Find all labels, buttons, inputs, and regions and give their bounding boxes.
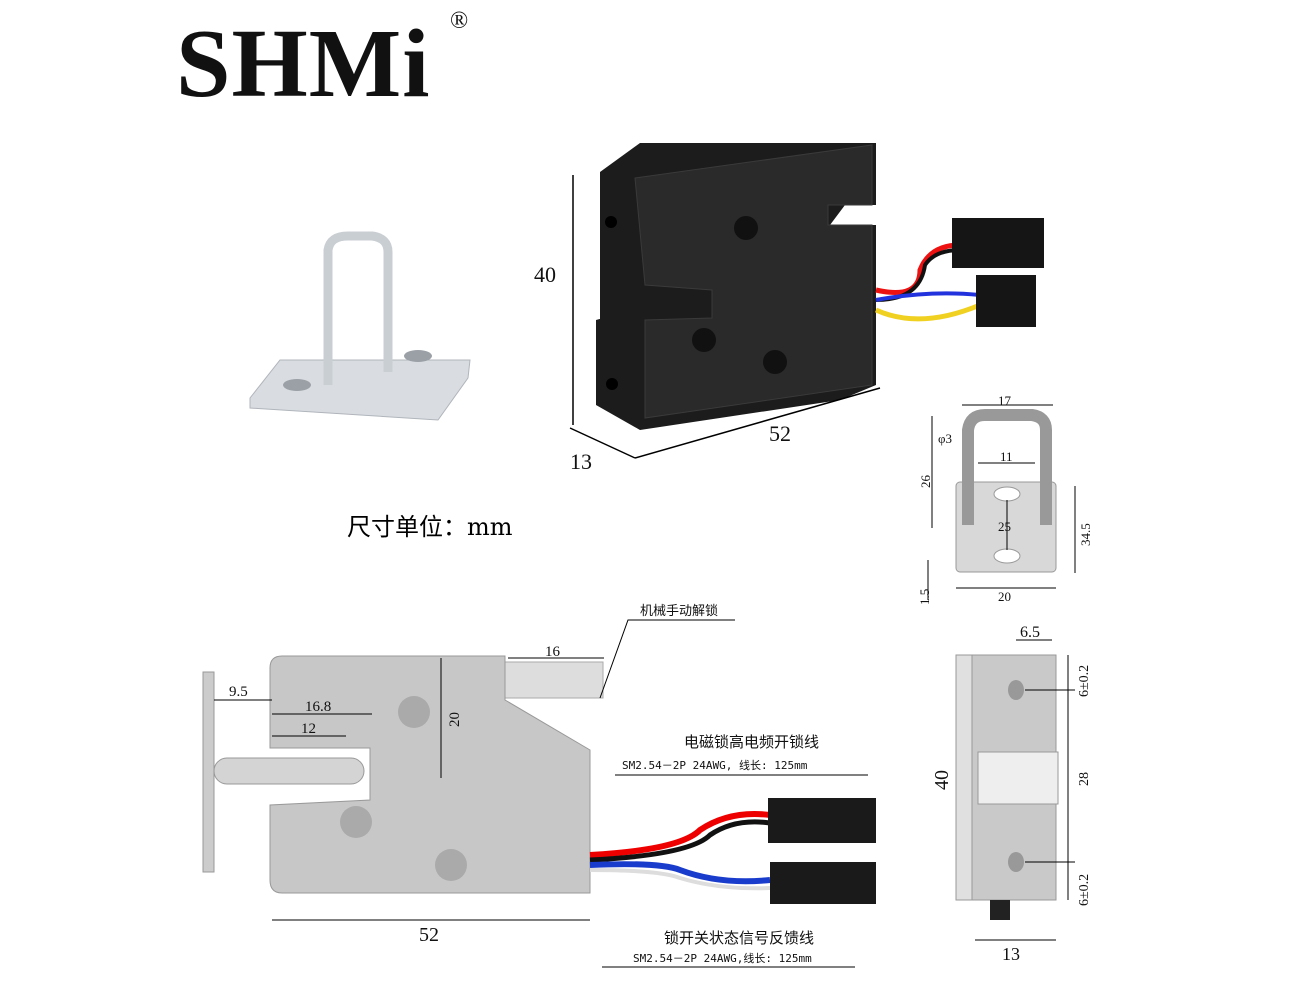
dim-13-end: 13 [1002,944,1020,964]
dim-40-end: 40 [931,770,953,790]
dim-6-top: 6±0.2 [1077,665,1092,697]
dim-12: 12 [301,721,316,737]
dim-depth: 13 [570,449,592,474]
dim-6-bottom: 6±0.2 [1077,874,1092,906]
brand-logo: SHMi [176,10,431,118]
dim-28: 28 [1077,772,1092,786]
dim-25: 25 [998,519,1011,534]
dim-34-5: 34.5 [1078,523,1093,546]
dim-52: 52 [419,924,439,946]
dim-20: 20 [998,589,1011,604]
dim-16-8: 16.8 [305,699,331,715]
dim-16: 16 [545,644,561,660]
callout-feedback-wire-spec: SM2.54－2P 24AWG,线长: 125mm [633,951,812,965]
side-view-drawing [202,619,876,968]
callout-unlock-wire: 电磁锁高电频开锁线 [684,733,819,751]
strike-plate-drawing [927,404,1076,600]
dim-6-5: 6.5 [1020,624,1040,641]
dim-20-side: 20 [447,712,463,727]
unit-label: 尺寸单位：mm [347,513,513,541]
end-view-drawing [955,639,1075,941]
dim-width: 52 [769,421,791,446]
callout-unlock-wire-spec: SM2.54－2P 24AWG, 线长: 125mm [622,758,808,772]
dim-height: 40 [534,262,556,287]
registered-mark: ® [450,8,469,34]
lock-product-image [596,143,1044,430]
dim-11: 11 [1000,449,1013,464]
dim-26: 26 [918,475,933,489]
callout-manual-unlock: 机械手动解锁 [640,603,718,619]
callout-feedback-wire: 锁开关状态信号反馈线 [664,929,814,947]
dim-9-5: 9.5 [229,684,248,700]
dim-17: 17 [998,393,1012,408]
dim-1-5: 1.5 [917,589,932,605]
dim-phi3: φ3 [938,431,952,446]
strike-plate-image [249,231,471,421]
